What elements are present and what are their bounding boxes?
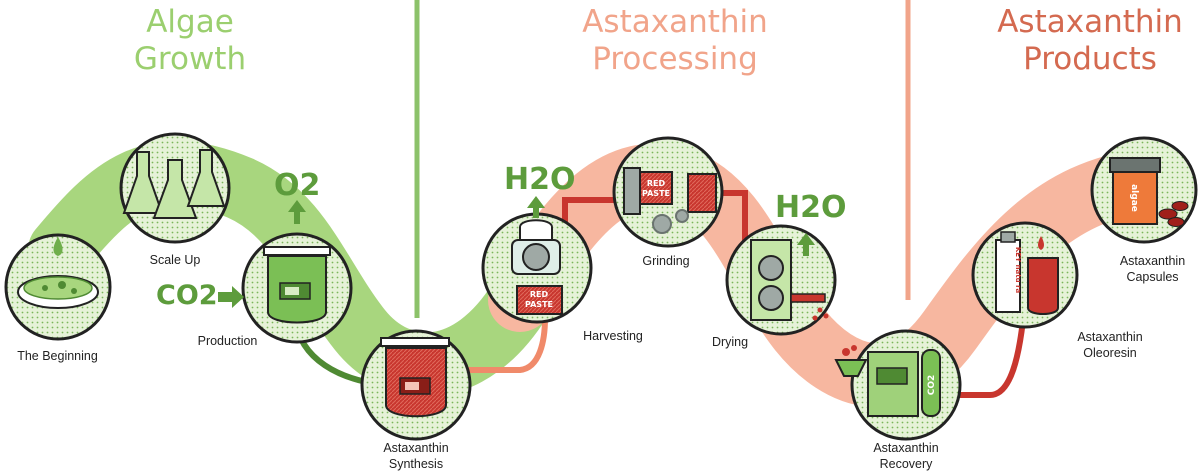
- label-recovery-line2: Recovery: [879, 457, 933, 471]
- station-harvesting: RED PASTE: [481, 212, 593, 324]
- label-oleoresin-line1: Astaxanthin: [1077, 330, 1143, 344]
- label-production: Production: [197, 334, 258, 348]
- pipe-grinding-drying: [715, 190, 748, 260]
- label-harvesting: Harvesting: [583, 329, 643, 343]
- label-grinding: Grinding: [642, 254, 690, 268]
- station-capsules: algae: [1090, 136, 1198, 244]
- h2o-label-harvesting: H2O: [504, 162, 576, 197]
- heading-processing-line1: Astaxanthin: [582, 4, 768, 40]
- station-production: [241, 232, 353, 344]
- heading-algae-growth-line2: Growth: [133, 41, 247, 77]
- pipe-synthesis-harvest: [450, 317, 548, 373]
- heading-processing-line2: Processing: [592, 41, 758, 77]
- heading-products: Astaxanthin Products: [990, 4, 1190, 78]
- h2o-arrow-drying-icon: [797, 233, 815, 256]
- jar-icon: [1112, 171, 1158, 225]
- gear-icon: [522, 243, 550, 271]
- co2-label: CO2: [156, 280, 218, 311]
- heading-products-line1: Astaxanthin: [997, 4, 1183, 40]
- label-recovery-line1: Astaxanthin: [873, 441, 939, 455]
- label-scale-up: Scale Up: [149, 253, 201, 267]
- jar-brand: algae: [1129, 184, 1139, 212]
- h2o-arrow-harvest-icon: [527, 196, 545, 218]
- heading-products-line2: Products: [1023, 41, 1157, 77]
- heading-processing: Astaxanthin Processing: [565, 4, 785, 78]
- label-capsules: Astaxanthin Capsules: [1105, 253, 1200, 285]
- co2-tank-label: CO2: [927, 375, 937, 396]
- o2-arrow-icon: [288, 200, 306, 224]
- label-beginning: The Beginning: [17, 349, 98, 363]
- beaker-icon: [1027, 257, 1059, 315]
- grinding-paste-label: PASTE: [642, 189, 670, 198]
- harvest-red-paste-label: RED: [530, 290, 549, 299]
- grinding-red-paste-label: RED: [647, 179, 666, 188]
- harvest-paste-label: PASTE: [525, 300, 553, 309]
- funnel-icon: [834, 359, 868, 377]
- label-recovery: Astaxanthin Recovery: [856, 440, 956, 472]
- station-grinding: RED PASTE: [612, 136, 724, 248]
- heading-algae-growth: Algae Growth: [120, 4, 260, 78]
- heading-algae-growth-line1: Algae: [146, 4, 234, 40]
- label-oleoresin: Astaxanthin Oleoresin: [1060, 329, 1160, 361]
- droplet-icon: [53, 237, 63, 256]
- gear-icon: [675, 209, 689, 223]
- label-synthesis: Astaxanthin Synthesis: [366, 440, 466, 472]
- label-drying: Drying: [711, 335, 749, 349]
- station-scale-up: [119, 132, 231, 244]
- station-beginning: [4, 233, 112, 341]
- gear-icon: [652, 214, 672, 234]
- flask-icon: [122, 149, 226, 219]
- h2o-label-drying: H2O: [775, 190, 847, 225]
- label-synthesis-line1: Astaxanthin: [383, 441, 449, 455]
- label-capsules-line2: Capsules: [1126, 270, 1179, 284]
- o2-label: O2: [274, 168, 321, 203]
- co2-arrow-icon: [218, 286, 244, 308]
- station-oleoresin: KEY natu ra: [971, 221, 1079, 329]
- station-synthesis: [360, 329, 472, 441]
- label-synthesis-line2: Synthesis: [388, 457, 444, 471]
- station-drying: [725, 224, 837, 336]
- station-recovery: CO2: [834, 329, 962, 441]
- bottle-brand: KEY natu ra: [1014, 247, 1022, 294]
- label-oleoresin-line2: Oleoresin: [1083, 346, 1137, 360]
- label-capsules-line1: Astaxanthin: [1119, 254, 1186, 268]
